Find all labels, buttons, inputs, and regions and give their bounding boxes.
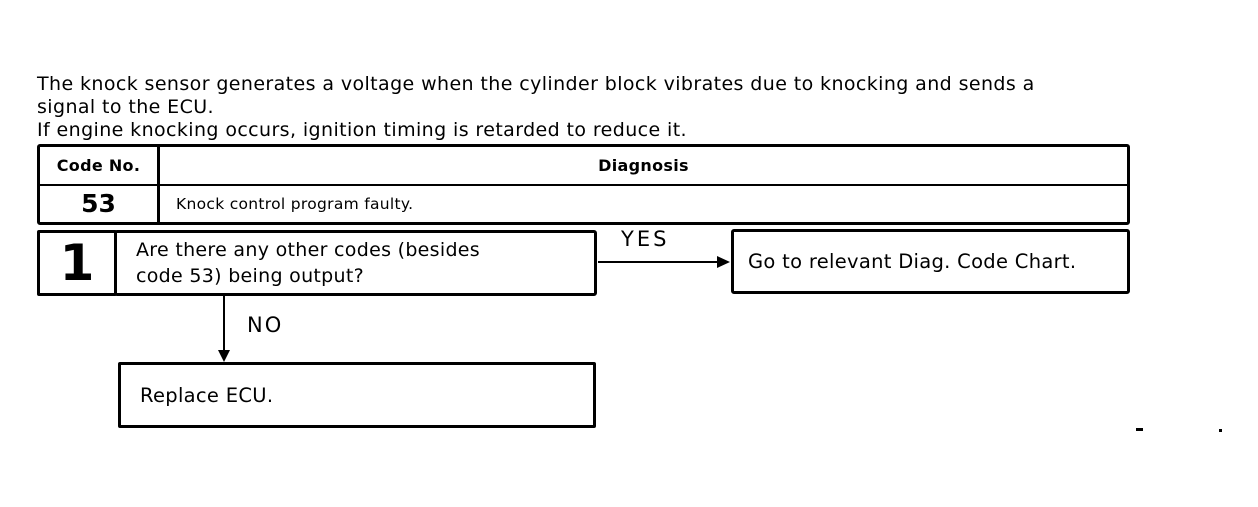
scan-speck: [1219, 429, 1222, 432]
intro-line-3: If engine knocking occurs, ignition timi…: [37, 119, 687, 141]
cell-code-value: 53: [40, 185, 160, 222]
yes-branch-label: YES: [621, 227, 670, 251]
yes-arrow-line: [598, 261, 718, 263]
header-cell-code-no: Code No.: [40, 147, 160, 184]
code-number: 53: [81, 189, 116, 219]
code-no-header-label: Code No.: [56, 155, 141, 175]
intro-paragraph: The knock sensor generates a voltage whe…: [37, 73, 1035, 142]
step-number: 1: [59, 234, 95, 292]
table-row: 53 Knock control program faulty.: [40, 185, 1127, 223]
flow-question-box: Are there any other codes (besides code …: [114, 230, 597, 296]
yes-arrowhead-icon: [717, 256, 730, 268]
yes-result-text: Go to relevant Diag. Code Chart.: [748, 250, 1077, 273]
scan-speck: [1136, 428, 1143, 431]
no-arrow-line: [223, 296, 225, 351]
intro-line-2: signal to the ECU.: [37, 96, 214, 118]
diagnosis-header-label: Diagnosis: [598, 155, 689, 175]
flow-step-number-box: 1: [37, 230, 117, 296]
diagnosis-text: Knock control program faulty.: [176, 194, 414, 213]
no-branch-label: NO: [247, 313, 284, 337]
table-header-row: Code No. Diagnosis: [40, 147, 1127, 186]
question-line-1: Are there any other codes (besides: [136, 239, 480, 261]
question-line-2: code 53) being output?: [136, 265, 365, 287]
flow-yes-result-box: Go to relevant Diag. Code Chart.: [731, 229, 1130, 294]
diagnosis-table: Code No. Diagnosis 53 Knock control prog…: [37, 144, 1130, 225]
header-cell-diagnosis: Diagnosis: [160, 147, 1127, 184]
no-arrowhead-icon: [218, 350, 230, 362]
no-result-text: Replace ECU.: [140, 383, 274, 407]
intro-line-1: The knock sensor generates a voltage whe…: [37, 73, 1035, 95]
cell-diagnosis-value: Knock control program faulty.: [160, 186, 1127, 223]
flow-no-result-box: Replace ECU.: [118, 362, 596, 428]
